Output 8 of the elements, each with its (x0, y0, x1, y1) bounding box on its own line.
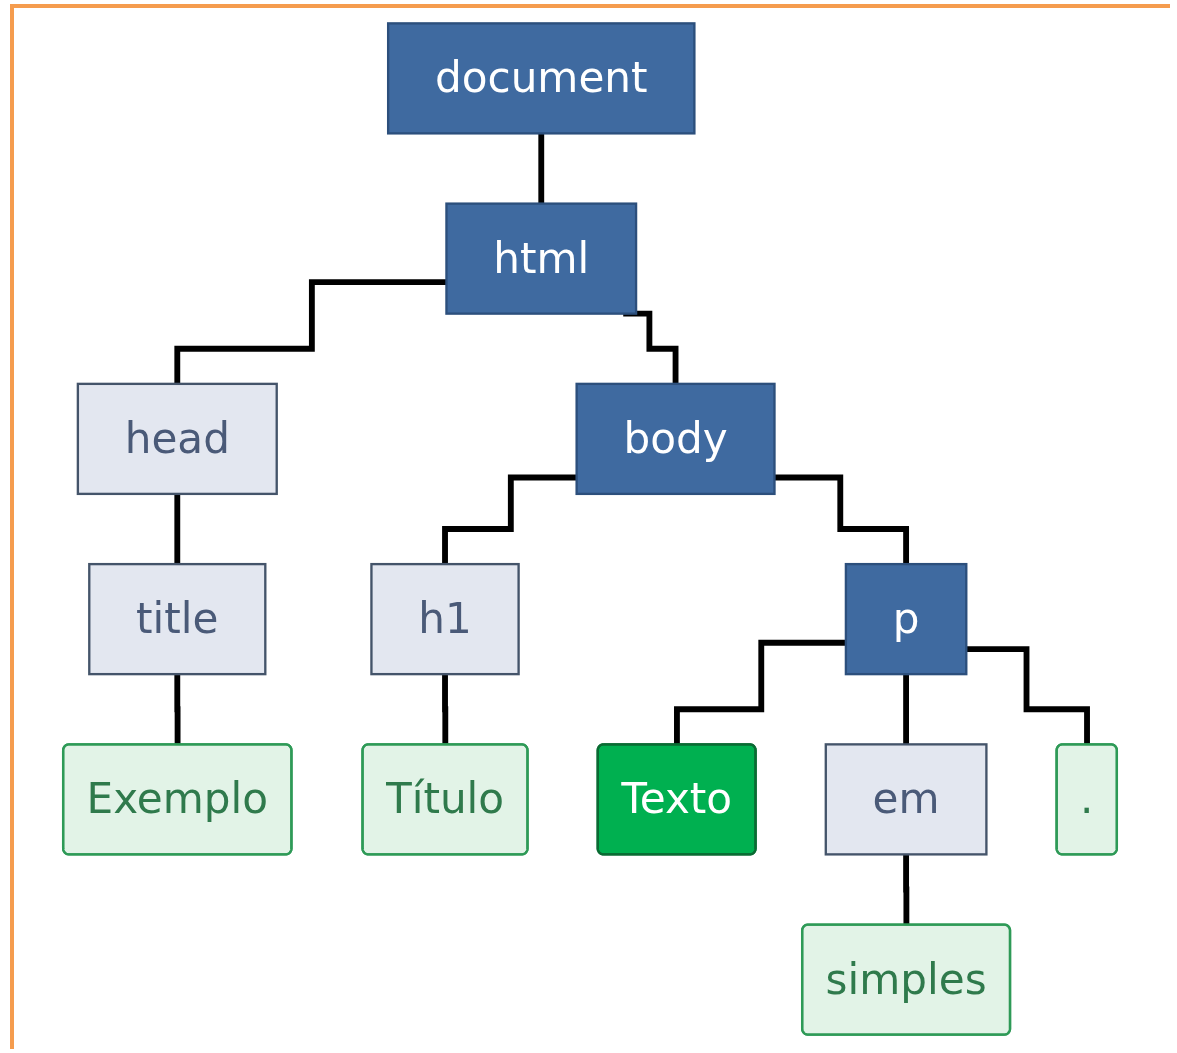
node-box: p (844, 562, 968, 676)
node-box: document (386, 22, 696, 135)
node-box: em (824, 743, 988, 856)
node-box: h1 (370, 562, 520, 676)
node-box: body (575, 382, 776, 496)
node-box: head (76, 382, 278, 496)
node-box: title (88, 562, 267, 676)
node-box: html (445, 202, 638, 315)
